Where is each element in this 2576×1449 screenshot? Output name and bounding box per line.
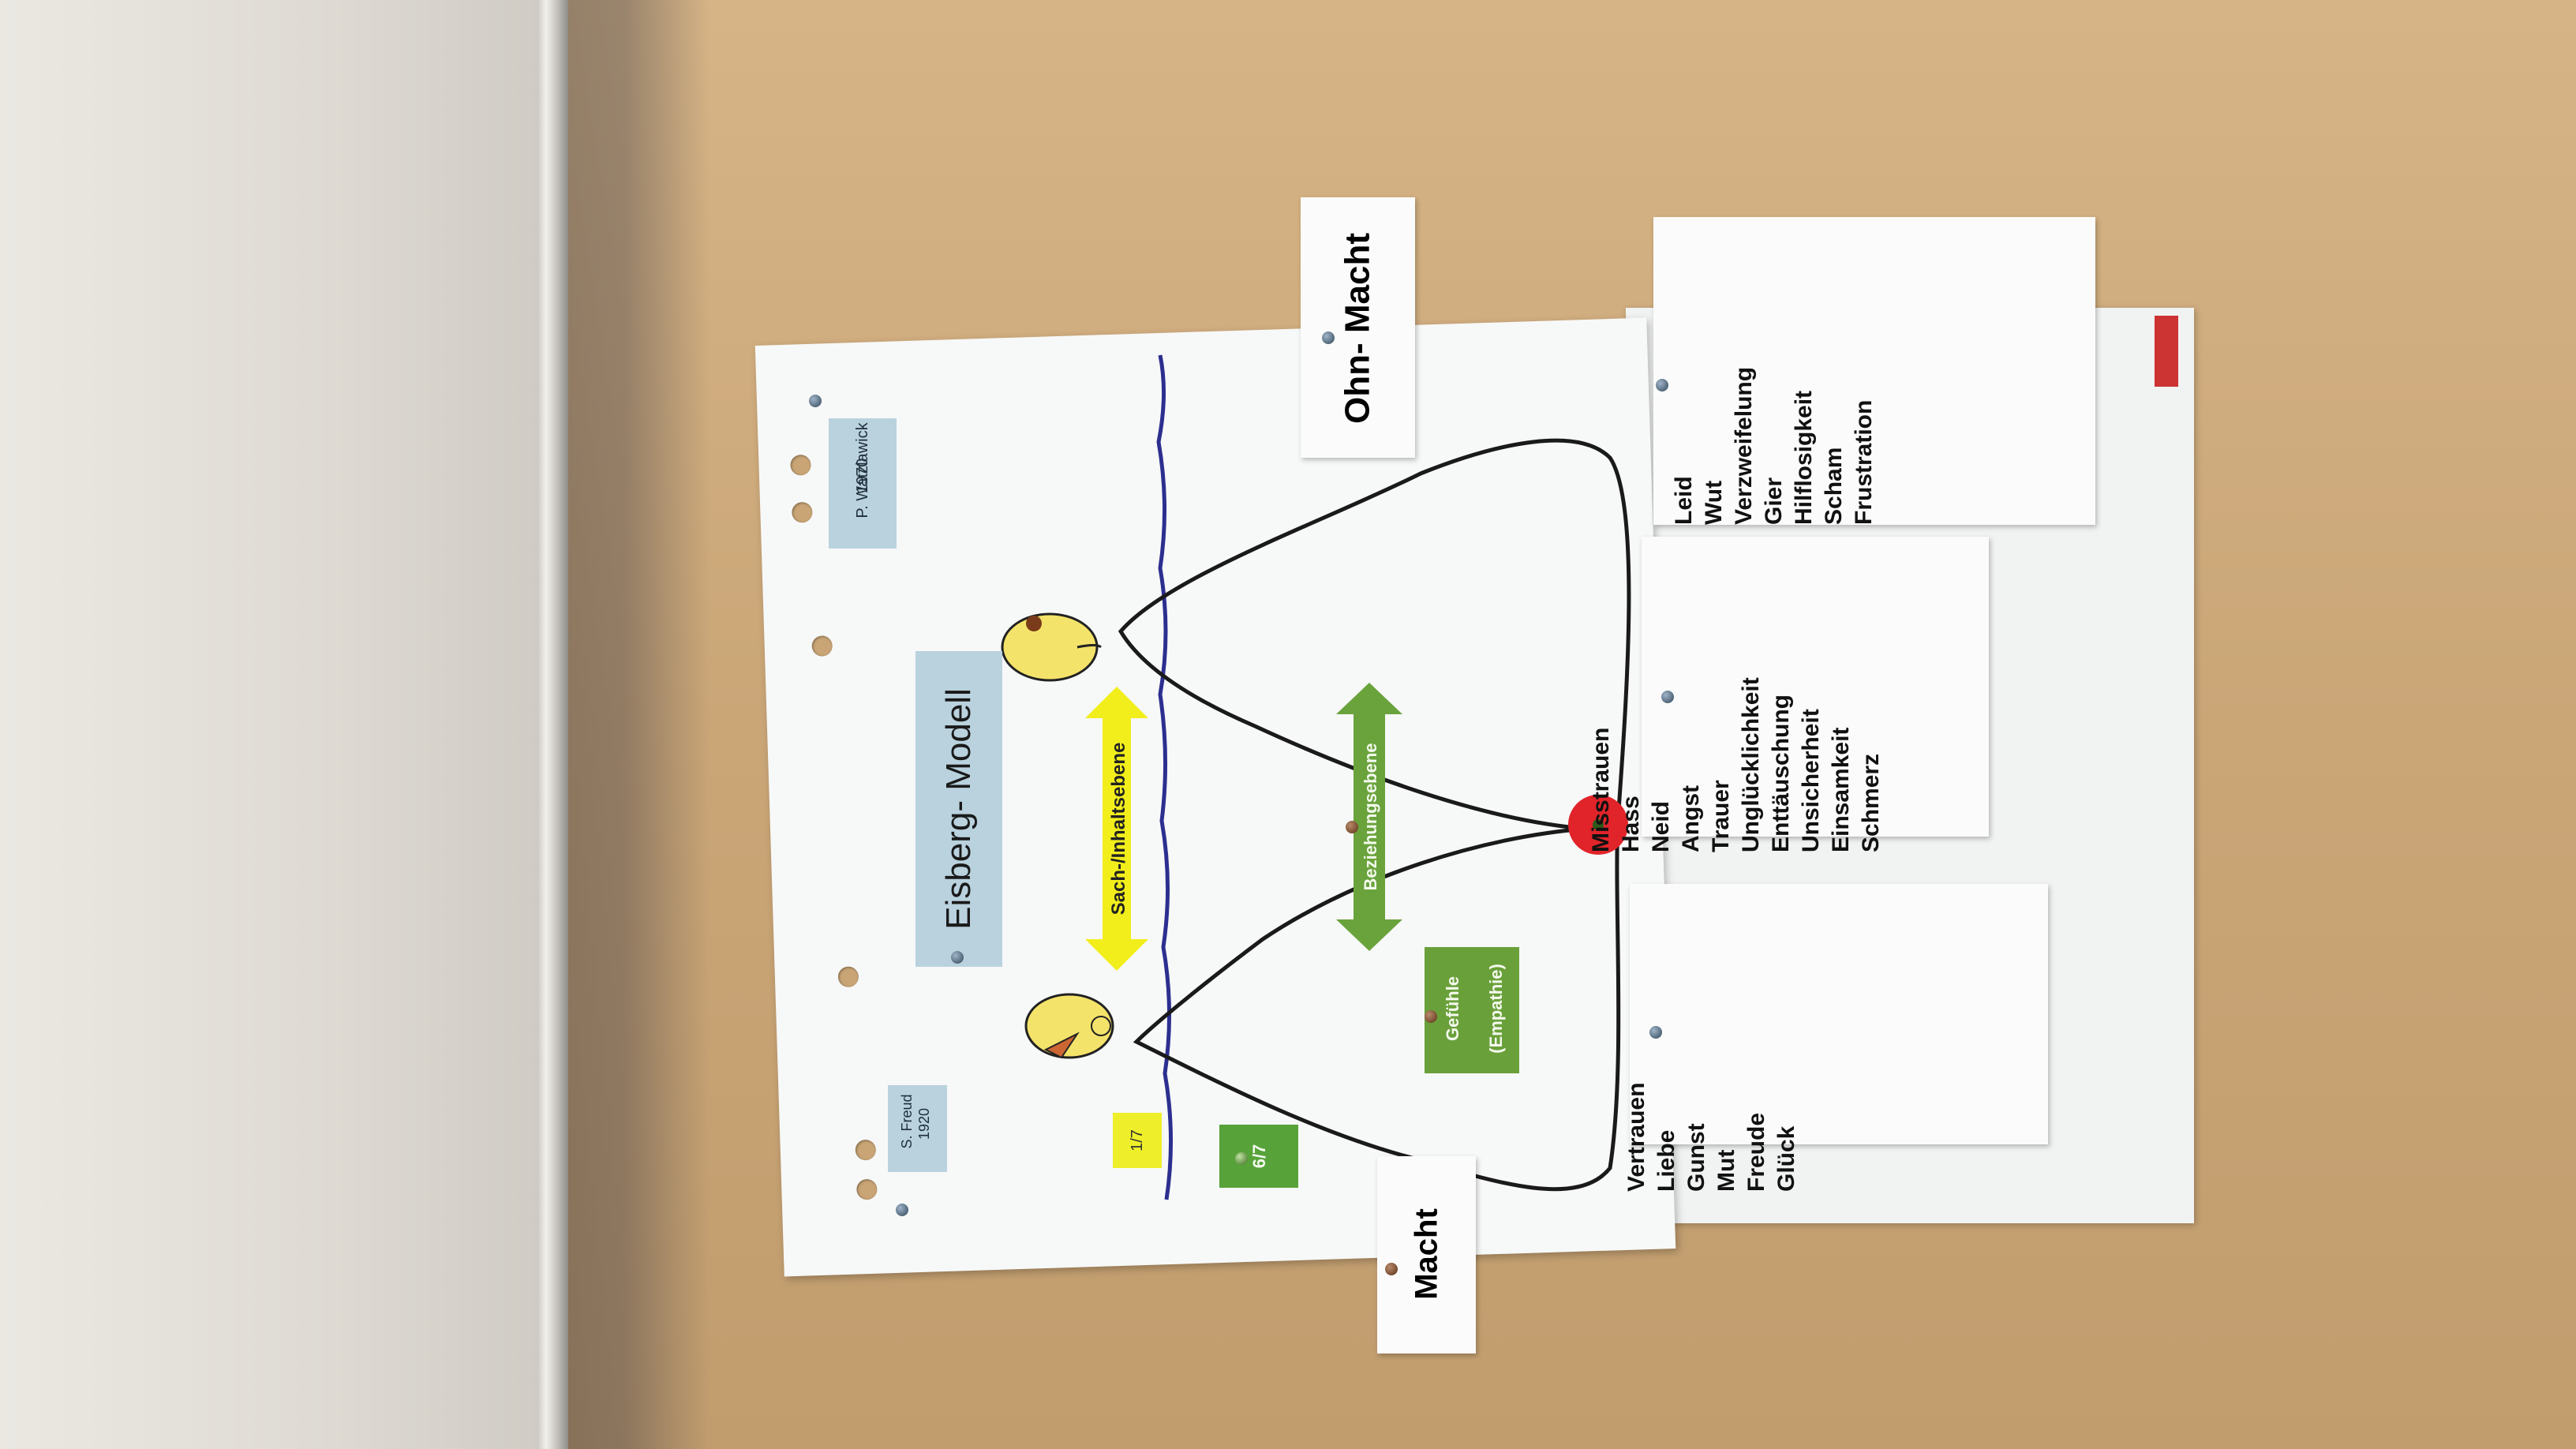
white-wall [0, 0, 552, 1449]
list-item: Hilflosigkeit [1791, 390, 1817, 525]
author-year: 1920 [916, 1107, 932, 1140]
list-item: Mut [1713, 1149, 1739, 1192]
list-item: Vertrauen [1623, 1082, 1649, 1192]
waterline [1156, 354, 1174, 1200]
negative-feelings-mid-list: Misstrauen Hass Neid Angst Trauer Unglüc… [1586, 600, 1918, 852]
character-head-top-icon [1001, 612, 1103, 682]
list-item: Hass [1618, 796, 1644, 852]
board-frame-edge [537, 0, 568, 1449]
pin [896, 1204, 908, 1216]
poster-title: Eisberg- Modell [939, 688, 978, 930]
list-item: Scham [1821, 447, 1847, 525]
content-level-label: Sach-/Inhaltsebene [1108, 743, 1129, 915]
author-card-freud: S. Freud 1920 [888, 1085, 947, 1172]
ratio-note-relationship: 6/7 [1219, 1125, 1298, 1188]
pin [951, 951, 964, 964]
pin [1322, 331, 1335, 344]
powerless-label: Ohn- Macht [1338, 233, 1377, 424]
negative-feelings-mid-card: Misstrauen Hass Neid Angst Trauer Unglüc… [1588, 537, 1989, 852]
pin [1425, 1010, 1437, 1023]
power-card: Macht [1377, 1156, 1476, 1354]
author-name: S. Freud [899, 1094, 915, 1149]
pin [1656, 379, 1668, 391]
pin [809, 395, 822, 407]
list-item: Angst [1678, 785, 1704, 852]
positive-feelings-list: Vertrauen Liebe Gunst Mut Freude Glück [1622, 955, 1811, 1192]
ratio-content: 1/7 [1129, 1129, 1146, 1151]
list-item: Wut [1701, 480, 1727, 525]
pin [1385, 1263, 1398, 1275]
list-item: Gier [1761, 477, 1787, 525]
list-item: Unglücklichkeit [1738, 677, 1764, 852]
pin [1661, 691, 1674, 703]
list-item: Verzweifelung [1731, 366, 1757, 525]
negative-feelings-top-card: Leid Wut Verzweifelung Gier Hilflosigkei… [1653, 217, 2095, 525]
positive-feelings-card: Vertrauen Liebe Gunst Mut Freude Glück [1623, 884, 2048, 1192]
negative-feelings-top-list: Leid Wut Verzweifelung Gier Hilflosigkei… [1669, 241, 1906, 525]
list-item: Enttäuschung [1768, 695, 1794, 852]
power-label: Macht [1409, 1208, 1444, 1300]
list-item: Neid [1648, 800, 1674, 852]
relationship-level-arrow: Beziehungsebene [1336, 683, 1402, 951]
pin [1649, 1026, 1662, 1039]
list-item: Liebe [1653, 1129, 1679, 1192]
character-head-bottom-icon [1024, 993, 1114, 1059]
list-item: Gunst [1683, 1123, 1709, 1192]
pin-head [1593, 819, 1604, 830]
list-item: Unsicherheit [1798, 709, 1824, 852]
list-item: Glück [1773, 1125, 1799, 1192]
author-year: 1970 [854, 458, 871, 494]
ratio-note-content: 1/7 [1113, 1113, 1162, 1168]
list-item: Leid [1671, 476, 1697, 525]
board-shadow [568, 0, 710, 1449]
list-item: Schmerz [1858, 753, 1884, 852]
list-item: Einsamkeit [1828, 727, 1854, 852]
author-card-watzlawick: P. Watzlawick 1970 [829, 418, 897, 549]
powerless-card: Ohn- Macht [1301, 197, 1415, 458]
relationship-level-label: Beziehungsebene [1361, 743, 1380, 890]
ratio-relationship: 6/7 [1249, 1144, 1269, 1169]
list-item: Frustration [1851, 399, 1877, 525]
empathy-label: (Empathie) [1486, 964, 1506, 1054]
list-item: Freude [1743, 1112, 1769, 1192]
feelings-label: Gefühle [1443, 976, 1462, 1041]
list-item: Trauer [1708, 780, 1734, 852]
feelings-card: Gefühle (Empathie) [1425, 947, 1519, 1073]
title-card: Eisberg- Modell [915, 651, 1002, 967]
content-level-arrow: Sach-/Inhaltsebene [1085, 687, 1148, 971]
pin [1235, 1152, 1248, 1165]
pin [1346, 821, 1358, 833]
list-item: Misstrauen [1588, 727, 1614, 852]
